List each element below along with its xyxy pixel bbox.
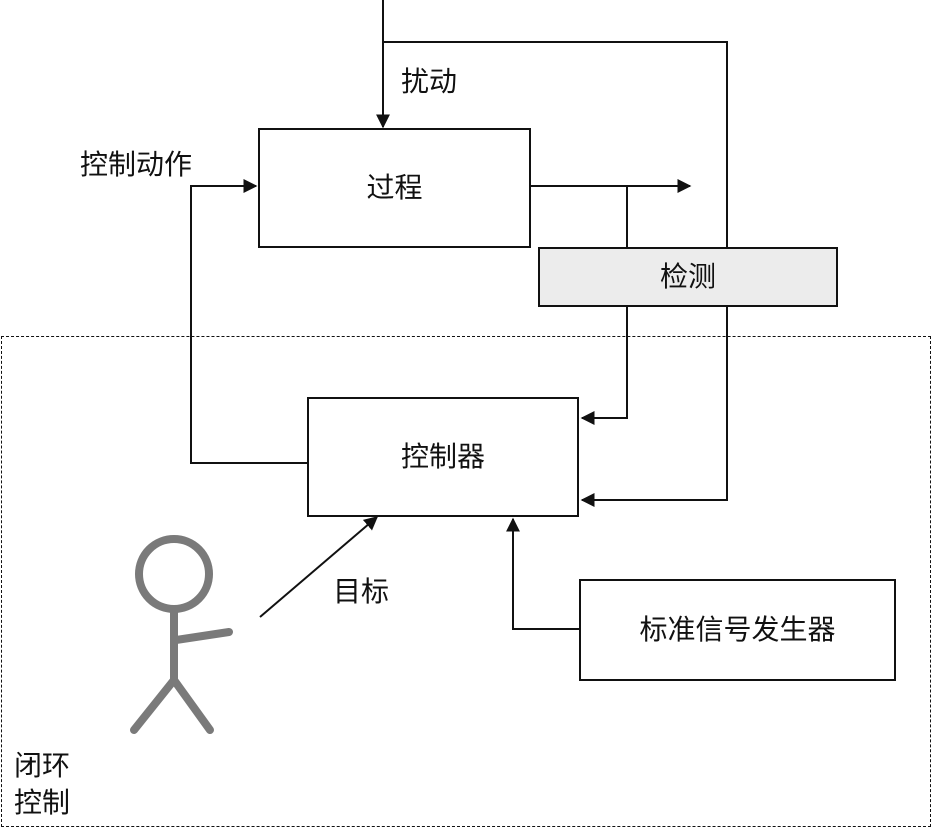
closed-loop-label-line2: 控制	[14, 786, 71, 819]
process-block: 过程	[258, 128, 531, 248]
closed-loop-boundary	[1, 336, 931, 827]
detection-block: 检测	[538, 247, 838, 307]
operator-left-leg	[130, 676, 178, 734]
process-label: 过程	[366, 171, 423, 204]
control-action-line	[190, 179, 307, 464]
operator-arm	[172, 628, 233, 644]
signal-generator-line	[506, 517, 579, 630]
operator-figure	[130, 535, 233, 734]
operator-head	[135, 535, 213, 613]
feedback-line	[580, 306, 628, 425]
signal-generator-label: 标准信号发生器	[639, 613, 836, 646]
control-action-label: 控制动作	[80, 148, 193, 181]
detection-label: 检测	[659, 260, 716, 293]
controller-label: 控制器	[400, 440, 485, 473]
target-arrow	[259, 516, 379, 618]
operator-right-leg	[170, 676, 214, 734]
disturbance-label: 扰动	[401, 65, 458, 98]
closed-loop-label-line1: 闭环	[14, 749, 71, 782]
controller-block: 控制器	[307, 397, 579, 517]
target-label: 目标	[333, 575, 390, 608]
signal-generator-block: 标准信号发生器	[579, 579, 896, 681]
